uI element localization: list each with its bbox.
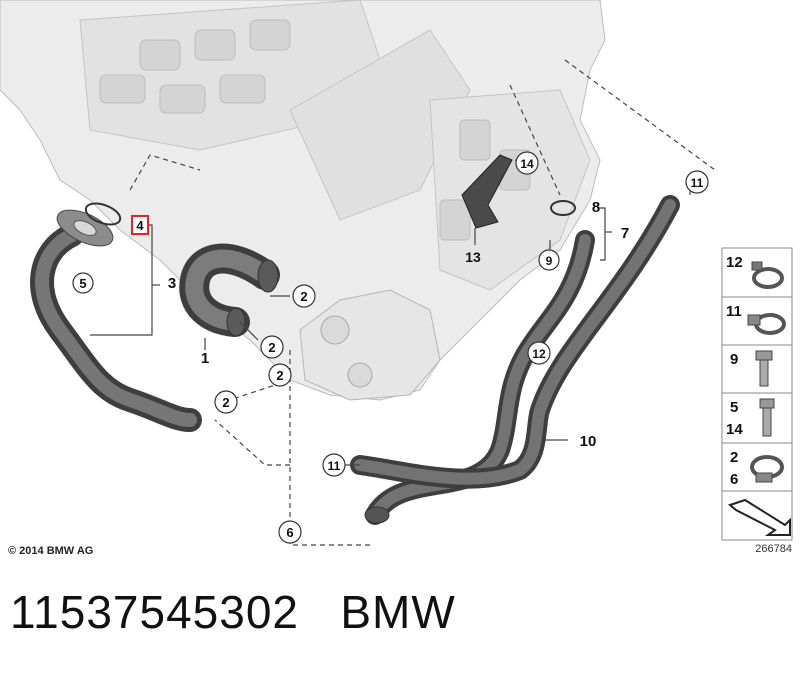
callout-4-label: 4 [136, 218, 144, 233]
legend-label-14: 14 [726, 421, 743, 438]
callout-12-label: 12 [532, 347, 546, 361]
engine-block [0, 0, 606, 401]
callout-13: 13 [465, 249, 481, 265]
legend-label-2: 2 [730, 449, 738, 466]
part-number: 11537545302 [10, 586, 299, 638]
callout-2-d-label: 2 [222, 395, 229, 410]
callout-11-b: 11 [685, 170, 709, 194]
callout-14-label: 14 [520, 157, 534, 171]
bolt-icon [759, 398, 775, 437]
callout-2-a: 2 [292, 284, 316, 308]
callout-2-b: 2 [260, 335, 284, 359]
legend-label-6: 6 [730, 471, 738, 488]
legend-panel: 12 11 9 5 14 [721, 247, 793, 541]
callout-3: 3 [168, 275, 176, 292]
footer: 11537545302 BMW [10, 585, 456, 639]
legend-label-11: 11 [726, 303, 742, 320]
brand-name: BMW [340, 586, 456, 638]
callout-2-b-label: 2 [268, 340, 275, 355]
bracket-13 [461, 154, 513, 229]
leader-lines [129, 59, 716, 546]
bolt-icon [755, 350, 773, 387]
callout-6: 6 [278, 520, 302, 544]
band-clamp-icon [747, 313, 786, 335]
legend-label-5: 5 [730, 399, 738, 416]
callout-14: 14 [515, 151, 539, 175]
arrow-icon [727, 498, 791, 536]
callout-7: 7 [621, 225, 629, 242]
legend-item-9: 9 [730, 350, 773, 387]
worm-clamp-icon [750, 455, 784, 483]
copyright-text: © 2014 BMW AG [8, 545, 93, 557]
legend-label-9: 9 [730, 351, 738, 368]
seal-ring-8 [550, 200, 576, 216]
callout-10: 10 [580, 433, 597, 450]
legend-item-2-6: 2 6 [730, 449, 784, 488]
callout-12: 12 [527, 341, 551, 365]
callout-6-label: 6 [286, 525, 293, 540]
legend-item-5-14: 5 14 [726, 398, 775, 438]
callout-2-c: 2 [268, 363, 292, 387]
hose-clamp-icon [751, 261, 784, 289]
hose-3 [30, 209, 202, 432]
callout-5: 5 [72, 272, 94, 294]
callout-1: 1 [201, 350, 209, 367]
seal-ring-4 [84, 202, 122, 226]
callout-2-a-label: 2 [300, 289, 307, 304]
callout-11-a: 11 [322, 453, 346, 477]
legend-item-11: 11 [726, 303, 786, 335]
callout-8: 8 [592, 199, 600, 216]
callout-5-label: 5 [79, 276, 86, 291]
callout-2-d: 2 [214, 390, 238, 414]
callouts: 4 5 3 1 2 2 2 2 6 11 [72, 151, 709, 544]
legend-label-12: 12 [726, 254, 743, 271]
callout-11-b-label: 11 [691, 176, 704, 190]
callout-4: 4 [131, 215, 149, 235]
hose-10 [350, 195, 680, 525]
callout-2-c-label: 2 [276, 368, 283, 383]
callout-11-a-label: 11 [328, 459, 341, 473]
legend-item-12: 12 [726, 254, 784, 289]
callout-9: 9 [538, 249, 560, 271]
image-number: 266784 [755, 543, 792, 555]
hose-1 [179, 243, 280, 337]
callout-9-label: 9 [546, 254, 553, 268]
